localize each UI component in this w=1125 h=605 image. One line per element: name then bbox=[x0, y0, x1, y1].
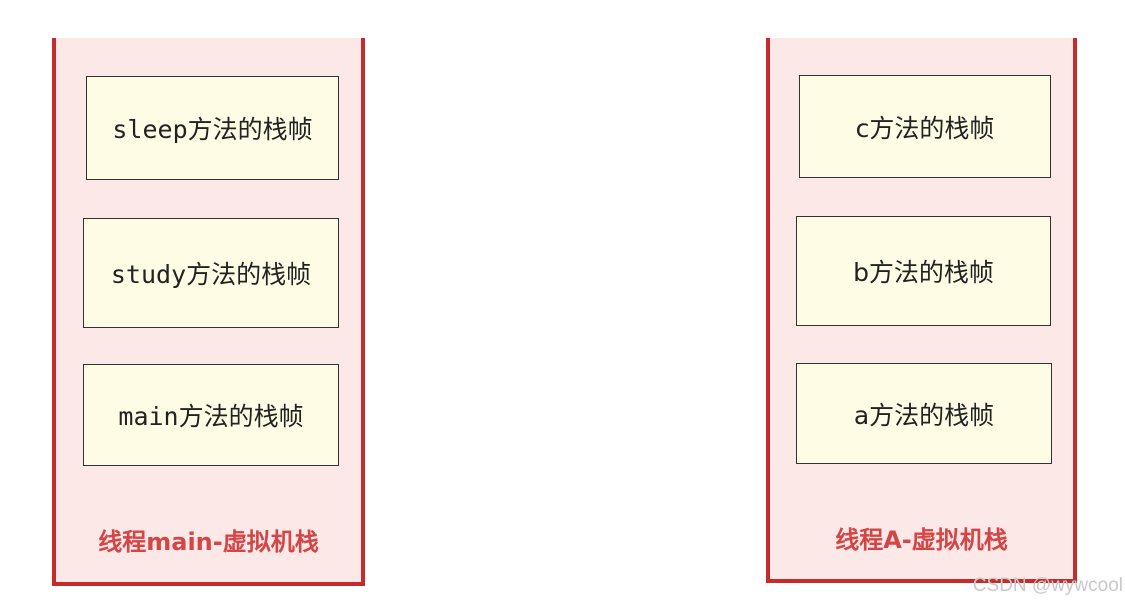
sleep-stack-frame: sleep方法的栈帧 bbox=[86, 76, 339, 180]
c-stack-frame: c方法的栈帧 bbox=[799, 75, 1051, 178]
main-thread-stack: sleep方法的栈帧 study方法的栈帧 main方法的栈帧 线程main-虚… bbox=[52, 38, 365, 586]
study-stack-frame: study方法的栈帧 bbox=[83, 218, 339, 328]
thread-a-stack-label: 线程A-虚拟机栈 bbox=[835, 526, 1008, 554]
b-stack-frame: b方法的栈帧 bbox=[796, 216, 1051, 326]
thread-a-stack: c方法的栈帧 b方法的栈帧 a方法的栈帧 线程A-虚拟机栈 bbox=[766, 38, 1077, 583]
a-stack-frame: a方法的栈帧 bbox=[796, 363, 1052, 464]
main-thread-stack-label: 线程main-虚拟机栈 bbox=[98, 528, 319, 556]
csdn-watermark: CSDN @wywcool bbox=[972, 575, 1123, 596]
main-stack-frame: main方法的栈帧 bbox=[83, 364, 339, 466]
